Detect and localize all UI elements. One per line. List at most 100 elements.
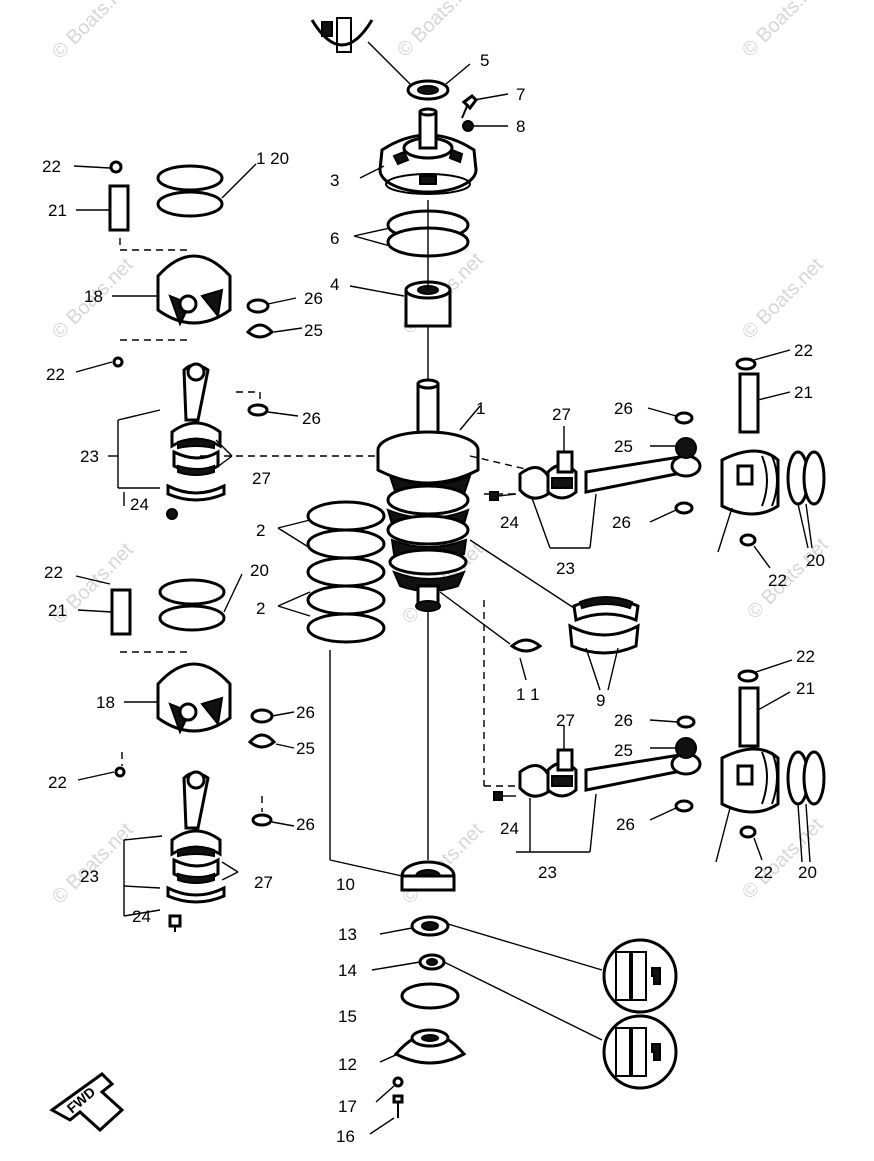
label-l24b: 24 [132, 907, 151, 926]
piston-18a [156, 254, 232, 327]
piston-19b [720, 747, 780, 814]
label-11: 1 1 [516, 685, 540, 704]
label-r21a: 21 [794, 383, 813, 402]
label-r27b: 27 [556, 711, 575, 730]
label-r24a: 24 [500, 513, 519, 532]
inset-detail-bottom-2 [602, 1014, 678, 1090]
piston-19a [720, 449, 780, 516]
label-r24b: 24 [500, 819, 519, 838]
label-r26b: 26 [612, 513, 631, 532]
label-10: 10 [336, 875, 355, 894]
conrod-23d [518, 752, 702, 798]
label-r22b: 22 [768, 571, 787, 590]
right-upper-group [489, 349, 826, 569]
left-upper-group [73, 160, 303, 520]
label-r22d: 22 [754, 863, 773, 882]
label-l23a: 23 [80, 447, 99, 466]
inset-pin-top [336, 17, 352, 53]
label-6: 6 [330, 229, 339, 248]
piston-rings-20b [786, 750, 826, 806]
label-14: 14 [338, 961, 357, 980]
label-l18b: 18 [96, 693, 115, 712]
label-l22c: 22 [44, 563, 63, 582]
o-ring-15 [400, 982, 460, 1010]
label-l26b: 26 [302, 409, 321, 428]
label-r27a: 27 [552, 405, 571, 424]
label-r26d: 26 [616, 815, 635, 834]
crankshaft-1 [376, 378, 480, 612]
label-r20a: 20 [806, 551, 825, 570]
label-3: 3 [330, 171, 339, 190]
label-l27b: 27 [254, 873, 273, 892]
label-l20a: 1 20 [256, 149, 289, 168]
label-r23b: 23 [538, 863, 557, 882]
conrod-23a [166, 362, 226, 502]
washer-8 [462, 120, 474, 132]
label-l24a: 24 [130, 495, 149, 514]
label-l26d: 26 [296, 815, 315, 834]
label-13: 13 [338, 925, 357, 944]
label-12: 12 [338, 1055, 357, 1074]
label-l21a: 21 [48, 201, 67, 220]
piston-rings-20a [786, 450, 826, 506]
label-16: 16 [336, 1127, 355, 1146]
label-7: 7 [516, 85, 525, 104]
label-r23a: 23 [556, 559, 575, 578]
washer-17 [392, 1076, 404, 1088]
label-l23b: 23 [80, 867, 99, 886]
bolt-16 [392, 1094, 404, 1104]
label-r22c: 22 [796, 647, 815, 666]
bolt-7 [461, 94, 478, 111]
left-lower-group [75, 573, 295, 932]
label-2b: 2 [256, 599, 265, 618]
watermark-9: © Boats.net [743, 534, 833, 624]
label-l22a: 22 [42, 157, 61, 176]
label-l26a: 26 [304, 289, 323, 308]
inset-detail-bottom-1 [602, 938, 678, 1014]
watermark-1: © Boats.net [48, 0, 138, 64]
label-l18a: 18 [84, 287, 103, 306]
piston-pin-21 [108, 184, 130, 232]
piston-pin-21d [738, 686, 760, 748]
label-r22a: 22 [794, 341, 813, 360]
label-l22b: 22 [46, 365, 65, 384]
label-r20b: 20 [798, 863, 817, 882]
piston-pin-21b [110, 588, 132, 636]
label-l26c: 26 [296, 703, 315, 722]
main-bearing-9 [568, 596, 640, 655]
piston-18b [156, 662, 232, 735]
part-number-labels: 5 7 8 3 6 4 1 2 2 1 1 9 10 13 14 15 12 1… [42, 51, 825, 1146]
label-2a: 2 [256, 521, 265, 540]
label-r26a: 26 [614, 399, 633, 418]
watermark-3: © Boats.net [738, 0, 828, 62]
label-l27a: 27 [252, 469, 271, 488]
label-9: 9 [596, 691, 605, 710]
ball-bearing-10 [400, 860, 456, 892]
watermark-2: © Boats.net [393, 0, 483, 62]
label-l21b: 21 [48, 601, 67, 620]
label-l25a: 25 [304, 321, 323, 340]
label-r21b: 21 [796, 679, 815, 698]
conrod-23b [166, 770, 226, 904]
piston-rings-2 [306, 500, 386, 644]
center-assembly: FWD [49, 17, 678, 1135]
upper-bearing-housing-3 [378, 107, 478, 195]
label-4: 4 [330, 275, 339, 294]
fwd-arrow: FWD [49, 1072, 125, 1133]
watermark-6: © Boats.net [738, 254, 828, 344]
label-r25b: 25 [614, 741, 633, 760]
right-lower-group [493, 659, 826, 863]
lower-housing-12 [393, 1028, 467, 1065]
label-l22d: 22 [48, 773, 67, 792]
label-r25a: 25 [614, 437, 633, 456]
label-1: 1 [476, 399, 485, 418]
label-15: 15 [338, 1007, 357, 1026]
label-17: 17 [338, 1097, 357, 1116]
conrod-23c [518, 454, 702, 500]
piston-pin-21c [738, 372, 760, 434]
label-l25b: 25 [296, 739, 315, 758]
label-r26c: 26 [614, 711, 633, 730]
label-5: 5 [480, 51, 489, 70]
label-8: 8 [516, 117, 525, 136]
